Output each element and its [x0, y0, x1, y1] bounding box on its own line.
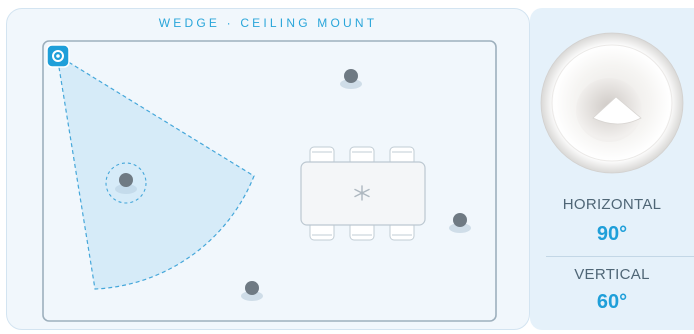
vertical-label: VERTICAL: [574, 266, 650, 283]
mount-preview: [540, 32, 684, 174]
room-outline: [42, 40, 497, 322]
coverage-wedge[interactable]: [56, 53, 255, 290]
device-in-coverage[interactable]: [105, 162, 147, 204]
dining-table: [300, 146, 426, 241]
device-bottom[interactable]: [241, 281, 263, 301]
properties-divider: [546, 256, 694, 257]
chairs-bottom: [309, 221, 415, 241]
device-top[interactable]: [340, 69, 362, 89]
horizontal-value: 90°: [596, 223, 628, 245]
snowflake-icon: [354, 185, 370, 201]
selected-device-button[interactable]: [46, 44, 70, 68]
panel-title: WEDGE · CEILING MOUNT: [158, 16, 378, 30]
wedge-opening: [592, 96, 642, 125]
camera-lens-icon: [52, 50, 64, 62]
device-right[interactable]: [449, 213, 471, 233]
vertical-value: 60°: [596, 291, 628, 313]
horizontal-label: HORIZONTAL: [562, 196, 662, 213]
